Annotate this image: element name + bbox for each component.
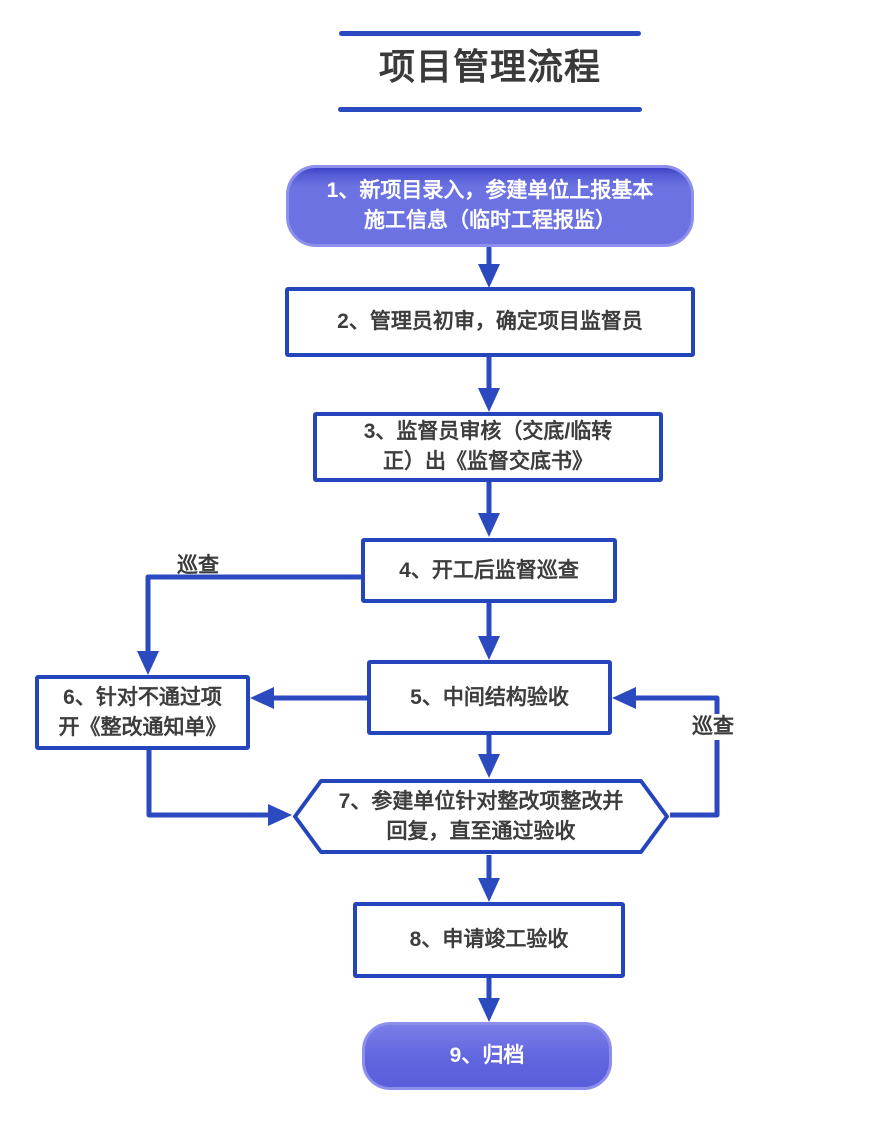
- arrow-3-to-4: [478, 482, 500, 537]
- patrol-label-right: 巡查: [691, 714, 735, 740]
- node-7-line-2: 回复，直至通过验收: [386, 819, 576, 843]
- node-3-line-1: 3、监督员审核（交底/临转: [363, 420, 613, 443]
- hexagon-shape: [293, 779, 669, 854]
- page-title: 项目管理流程: [378, 46, 601, 87]
- arrow-5-to-6: [250, 687, 367, 709]
- node-1-project-entry: 1、新项目录入，参建单位上报基本 施工信息（临时工程报监）: [286, 165, 694, 247]
- node-3-supervisor-review: 3、监督员审核（交底/临转 正）出《监督交底书》: [313, 412, 663, 482]
- node-9-archive: 9、归档: [362, 1022, 612, 1090]
- title-rule-top: [339, 31, 641, 36]
- node-4-label: 4、开工后监督巡查: [399, 558, 579, 582]
- node-3-line-2: 正）出《监督交底书》: [383, 450, 593, 473]
- edge-patrol-right: [612, 687, 720, 818]
- node-6-line-1: 6、针对不通过项: [63, 685, 222, 709]
- arrow-7-to-8: [478, 855, 500, 902]
- edge-6-to-7: [146, 750, 292, 826]
- arrow-1-to-2: [478, 247, 500, 288]
- title-rule-bottom: [338, 107, 642, 112]
- node-8-completion-acceptance: 8、申请竣工验收: [353, 902, 625, 978]
- node-6-rectification-notice: 6、针对不通过项 开《整改通知单》: [35, 675, 250, 750]
- node-7-line-1: 7、参建单位针对整改项整改并: [338, 789, 624, 813]
- node-5-intermediate-acceptance: 5、中间结构验收: [367, 660, 612, 735]
- node-8-label: 8、申请竣工验收: [409, 928, 569, 951]
- node-6-line-2: 开《整改通知单》: [58, 715, 227, 739]
- arrow-2-to-3: [478, 357, 500, 412]
- node-2-label: 2、管理员初审，确定项目监督员: [337, 310, 643, 333]
- arrow-4-to-5: [478, 603, 500, 660]
- node-5-label: 5、中间结构验收: [410, 685, 569, 709]
- arrow-8-to-9: [478, 978, 500, 1022]
- node-7-rectify-and-reply: 7、参建单位针对整改项整改并 回复，直至通过验收: [292, 778, 670, 855]
- node-7-text: 7、参建单位针对整改项整改并 回复，直至通过验收: [292, 778, 670, 855]
- node-9-label: 9、归档: [449, 1044, 525, 1067]
- arrow-5-to-7: [478, 735, 500, 778]
- node-4-post-start-inspection: 4、开工后监督巡查: [361, 538, 617, 603]
- node-1-line-1: 1、新项目录入，参建单位上报基本: [326, 179, 654, 202]
- node-2-admin-review: 2、管理员初审，确定项目监督员: [285, 287, 695, 357]
- patrol-label-left: 巡查: [177, 554, 219, 577]
- edge-patrol-left: [137, 574, 361, 675]
- node-1-line-2: 施工信息（临时工程报监）: [364, 209, 616, 232]
